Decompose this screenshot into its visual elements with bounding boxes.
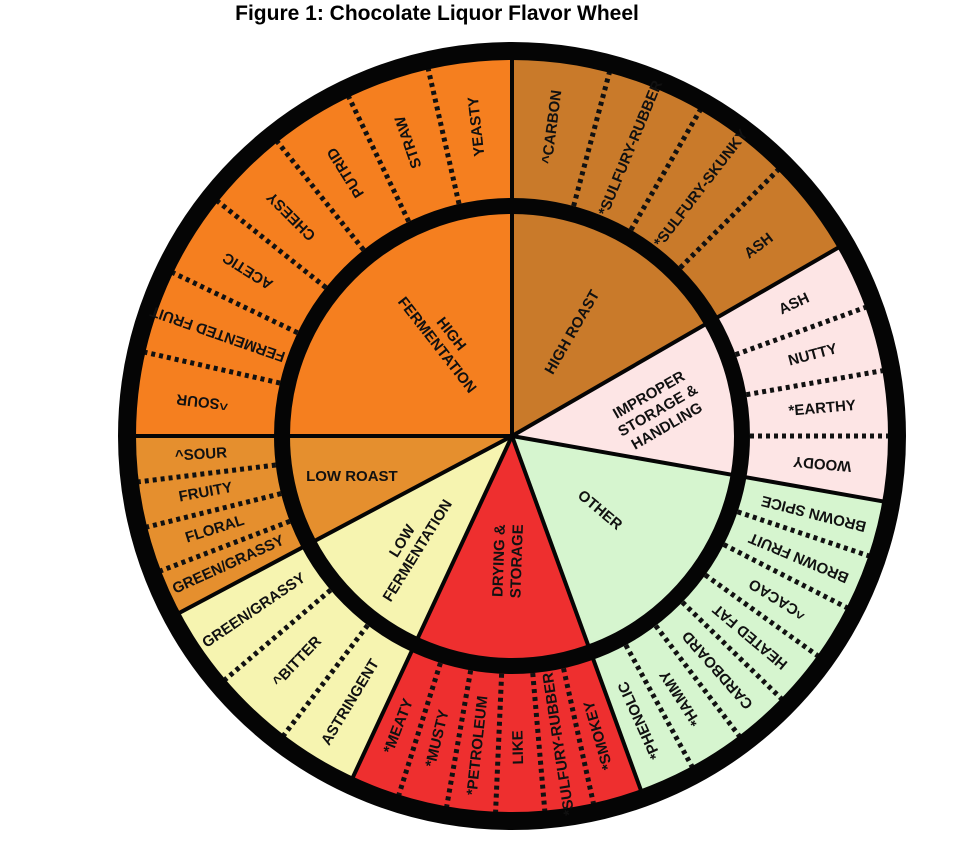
category-label-drying-storage: DRYING &STORAGE bbox=[489, 523, 527, 598]
flavor-divider bbox=[680, 600, 784, 702]
flavor-label: *EARTHY bbox=[788, 397, 857, 420]
flavor-divider bbox=[222, 588, 333, 682]
flavor-divider bbox=[493, 673, 505, 813]
flavor-divider bbox=[678, 167, 781, 270]
category-divider bbox=[510, 435, 646, 799]
flavor-divider bbox=[530, 672, 548, 812]
flavor-label: YEASTY bbox=[465, 96, 489, 158]
flavor-divider bbox=[736, 509, 871, 559]
flavor-divider bbox=[346, 95, 411, 223]
outer-sector-low-roast bbox=[127, 436, 309, 617]
inner-sector-other bbox=[512, 436, 739, 653]
category-divider bbox=[511, 434, 892, 505]
rings bbox=[118, 42, 906, 830]
flavor-divider bbox=[396, 662, 443, 797]
inner-sector-improper-storage bbox=[512, 321, 743, 476]
flavor-divider bbox=[561, 667, 597, 805]
category-label-low-roast: LOW ROAST bbox=[306, 468, 398, 485]
flavor-label: LIKE bbox=[509, 730, 527, 765]
inner-sector-drying-storage bbox=[414, 436, 591, 666]
outer-sector-high-fermentation bbox=[127, 51, 512, 436]
flavor-divider bbox=[143, 349, 281, 386]
flavor-divider bbox=[425, 67, 462, 205]
flavor-label: ^SOUR bbox=[175, 390, 229, 413]
outer-sectors bbox=[127, 51, 897, 822]
flavor-divider bbox=[628, 108, 703, 232]
category-divider bbox=[171, 434, 513, 619]
outer-sector-improper-storage bbox=[711, 243, 897, 503]
inner-sector-low-roast bbox=[282, 436, 512, 544]
inner-ring bbox=[274, 198, 750, 674]
flavor-divider bbox=[571, 71, 612, 207]
flavor-divider bbox=[745, 368, 884, 398]
outer-sector-drying-storage bbox=[349, 644, 644, 822]
flavor-divider bbox=[137, 462, 277, 485]
flavor-divider bbox=[703, 572, 820, 659]
flavor-divider bbox=[159, 518, 291, 574]
flavor-divider bbox=[653, 624, 742, 739]
flavor-divider bbox=[722, 542, 849, 611]
flavor-divider bbox=[281, 623, 370, 738]
flavor-divider bbox=[444, 669, 474, 808]
outer-ring bbox=[118, 42, 906, 830]
inner-sector-low-fermentation bbox=[308, 436, 512, 645]
flavor-divider bbox=[171, 270, 299, 335]
flavor-divider bbox=[145, 491, 282, 530]
category-divider bbox=[511, 241, 847, 438]
inner-sectors bbox=[282, 206, 743, 666]
flavor-divider bbox=[274, 139, 366, 252]
flavor-label: ^SOUR bbox=[175, 444, 228, 464]
flavor-divider bbox=[734, 304, 868, 357]
flavor-label: WOODY bbox=[792, 453, 852, 475]
category-divider bbox=[347, 435, 514, 786]
flavor-divider bbox=[215, 198, 328, 290]
figure-title: Figure 1: Chocolate Liquor Flavor Wheel bbox=[235, 2, 639, 25]
inner-sector-high-fermentation bbox=[282, 206, 512, 436]
flavor-divider bbox=[623, 643, 695, 769]
solid-dividers bbox=[127, 51, 892, 799]
dotted-dividers bbox=[137, 67, 889, 813]
